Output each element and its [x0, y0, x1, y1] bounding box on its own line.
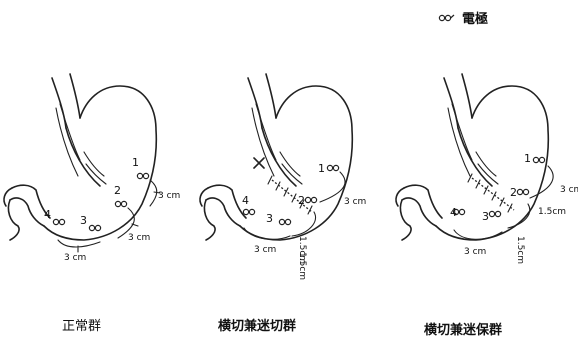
- electrode-label-2: 2: [298, 194, 305, 207]
- electrode-3: [89, 225, 100, 230]
- electrode-label-4: 4: [450, 206, 457, 219]
- electrode-label-3: 3: [482, 210, 489, 223]
- electrode-label-3: 3: [266, 212, 273, 225]
- electrode-label-2: 2: [114, 184, 121, 197]
- electrode-3: [279, 219, 290, 224]
- electrode-label-1: 1: [524, 152, 531, 165]
- measurement-1-2: 3 cm: [344, 197, 366, 207]
- caption-normal-group: 正常群: [62, 319, 101, 334]
- transection-hatch: [268, 176, 312, 214]
- measurement-2-3: 1.5cm: [538, 207, 566, 217]
- electrode-2: [305, 197, 316, 202]
- electrode-1: [137, 173, 148, 178]
- electrode-4: [53, 219, 64, 224]
- electrode-label-1: 1: [132, 156, 139, 169]
- electrode-3: [489, 211, 500, 216]
- brace-2-3: [292, 212, 316, 236]
- brace-3-4: [58, 240, 100, 252]
- panel-vagotomy: 1 2 3 4 3 cm 1.5cm 3 cm 1.5cm: [200, 74, 366, 280]
- electrode-label-1: 1: [318, 162, 325, 175]
- measurement-2-3: 3 cm: [128, 233, 150, 243]
- measurement-pylorus: 1.5cm: [297, 252, 307, 280]
- electrode-label-3: 3: [80, 214, 87, 227]
- measurement-3-4: 3 cm: [254, 245, 276, 255]
- legend-label: 電極: [462, 11, 488, 27]
- measurement-3-4: 3 cm: [464, 247, 486, 257]
- electrode-1: [533, 157, 544, 162]
- transection-hatch: [468, 174, 512, 212]
- caption-vagus-preserving-group: 横切兼迷保群: [424, 322, 502, 338]
- panel-vagus-preserving: 1 2 3 4 3 cm 1.5cm 3 cm 1.5cm: [396, 74, 578, 264]
- electrode-label-4: 4: [242, 194, 249, 207]
- electrode-label-2: 2: [510, 186, 517, 199]
- legend: 電極: [439, 11, 488, 27]
- electrode-2: [517, 189, 528, 194]
- electrode-4: [243, 209, 254, 214]
- electrode-2: [115, 201, 126, 206]
- vagus-cut-mark: [254, 158, 264, 168]
- caption-vagotomy-group: 横切兼迷切群: [218, 318, 296, 334]
- measurement-pylorus: 1.5cm: [515, 236, 525, 264]
- panel-normal: 1 2 3 4 3 cm 3 cm 3 cm: [4, 74, 180, 263]
- electrode-1: [327, 165, 338, 170]
- measurement-1-2: 3 cm: [560, 185, 578, 195]
- electrode-symbol-icon: [439, 15, 454, 21]
- measurement-3-4: 3 cm: [64, 253, 86, 263]
- electrode-label-4: 4: [44, 208, 51, 221]
- measurement-1-2: 3 cm: [158, 191, 180, 201]
